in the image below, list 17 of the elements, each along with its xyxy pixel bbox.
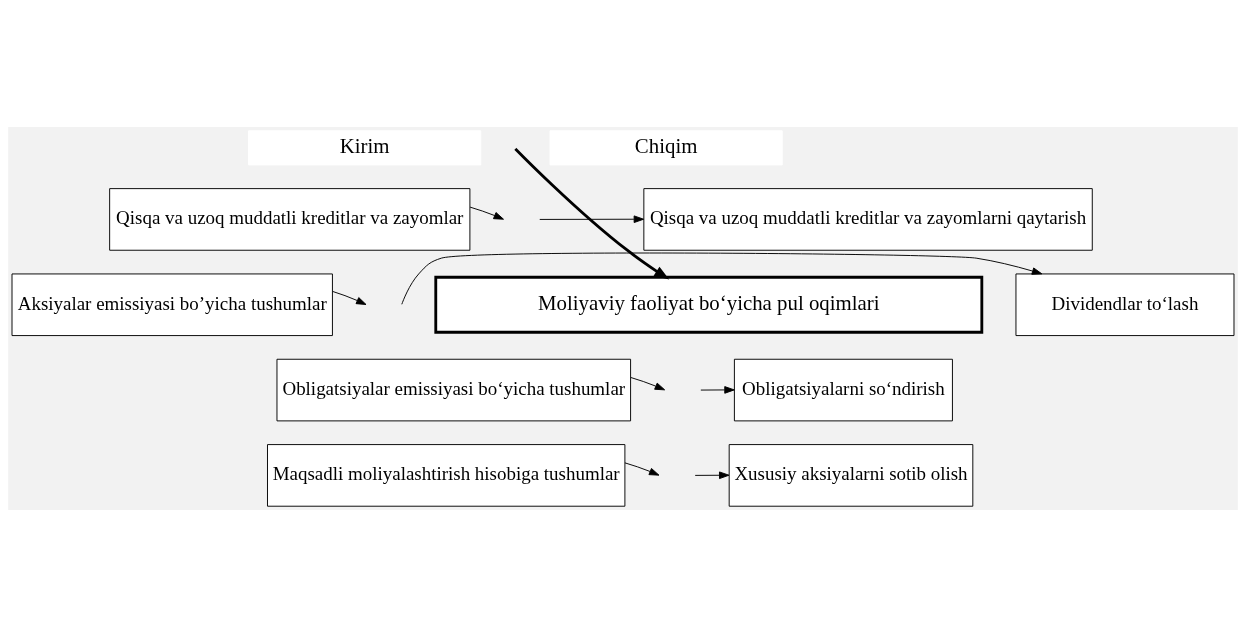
arrow xyxy=(539,215,645,223)
node-box: Maqsadli moliyalashtirish hisobiga tushumlar xyxy=(267,444,626,507)
node-box: Aksiyalar emissiyasi bo’yicha tushumlar xyxy=(11,273,333,337)
node-box: Obligatsiyalar emissiyasi bo‘yicha tushumlar xyxy=(276,358,632,422)
node-box: Qisqa va uzoq muddatli kreditlar va zayomlar xyxy=(109,188,471,251)
arrow xyxy=(332,291,367,305)
node-box: Moliyaviy faoliyat bo‘yicha pul oqimlari xyxy=(434,275,984,334)
arrow xyxy=(514,147,670,280)
arrow xyxy=(700,386,735,394)
arrow xyxy=(694,471,730,480)
node-box: Obligatsiyalarni so‘ndirish xyxy=(733,358,953,422)
arrow xyxy=(630,377,666,391)
arrow xyxy=(624,462,660,476)
node-box: Qisqa va uzoq muddatli kreditlar va zayomlarni qaytarish xyxy=(643,188,1093,251)
node-box: Xususiy aksiyalarni sotib olish xyxy=(728,444,974,507)
node-box: Dividendlar to‘lash xyxy=(1015,273,1235,337)
arrow xyxy=(401,252,1043,305)
